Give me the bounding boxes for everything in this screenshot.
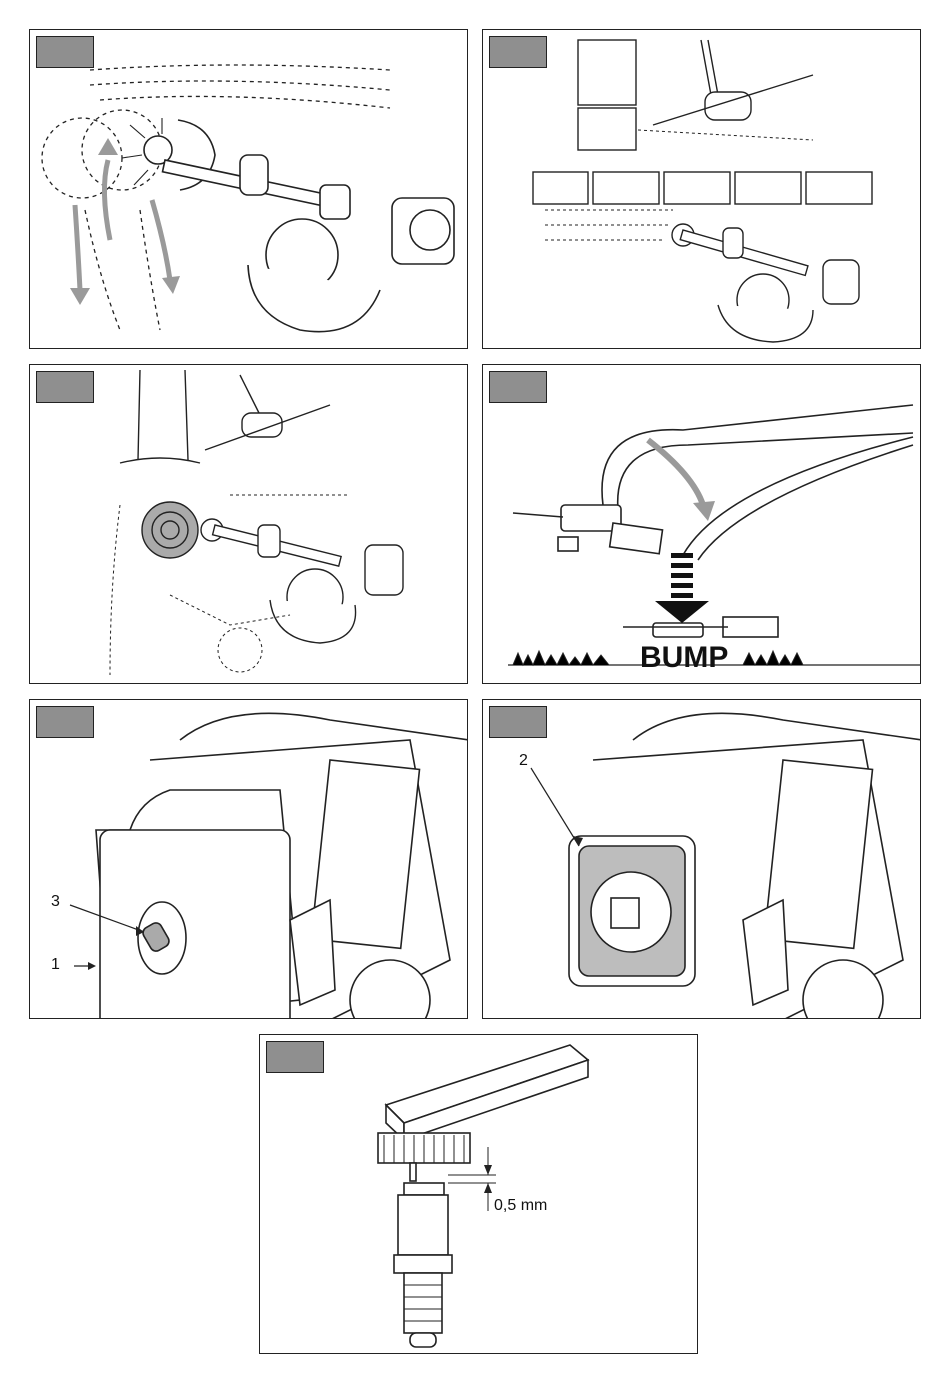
panel-spark-plug: 0,5 mm xyxy=(259,1034,698,1354)
panel-trimming-wall xyxy=(482,29,921,349)
callout-3: 3 xyxy=(51,894,60,910)
panel-air-filter-element: 2 xyxy=(482,699,921,1019)
illustration-trimming-sweep xyxy=(30,30,468,349)
bump-label: BUMP xyxy=(640,641,728,674)
illustration-bump-feed: BUMP xyxy=(483,365,921,684)
illustration-trimming-wall xyxy=(483,30,921,349)
panel-trimming-sweep xyxy=(29,29,468,349)
panel-air-filter-cover: 3 1 xyxy=(29,699,468,1019)
panel-trimming-tree xyxy=(29,364,468,684)
callout-1: 1 xyxy=(51,957,60,973)
illustration-spark-plug xyxy=(260,1035,698,1354)
illustration-air-filter-element xyxy=(483,700,921,1019)
illustration-trimming-tree xyxy=(30,365,468,684)
panel-bump-feed: BUMP xyxy=(482,364,921,684)
callout-2: 2 xyxy=(519,753,528,769)
illustration-air-filter-cover xyxy=(30,700,468,1019)
gap-measurement-label: 0,5 mm xyxy=(494,1198,547,1214)
